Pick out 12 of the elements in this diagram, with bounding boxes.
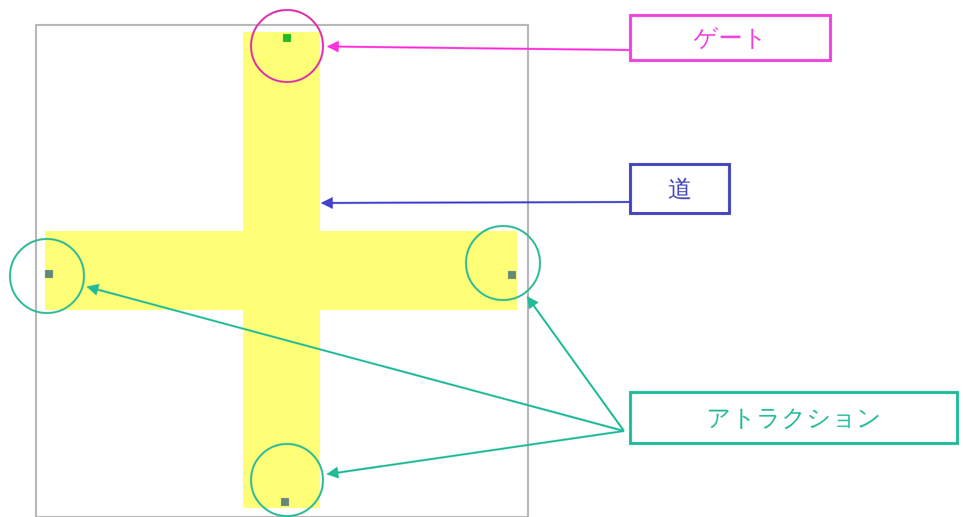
circle-marker [465, 225, 541, 301]
leader-arrow [326, 430, 624, 478]
leader-arrow [86, 284, 624, 432]
circle-marker [250, 9, 324, 83]
circle-marker [9, 238, 85, 314]
circle-marker [250, 443, 324, 517]
label-box: ゲート [629, 14, 832, 62]
label-box: 道 [629, 163, 731, 215]
leader-arrow [526, 296, 625, 432]
leader-arrow [320, 196, 629, 209]
leader-arrow [326, 40, 630, 53]
label-box: アトラクション [629, 391, 959, 445]
